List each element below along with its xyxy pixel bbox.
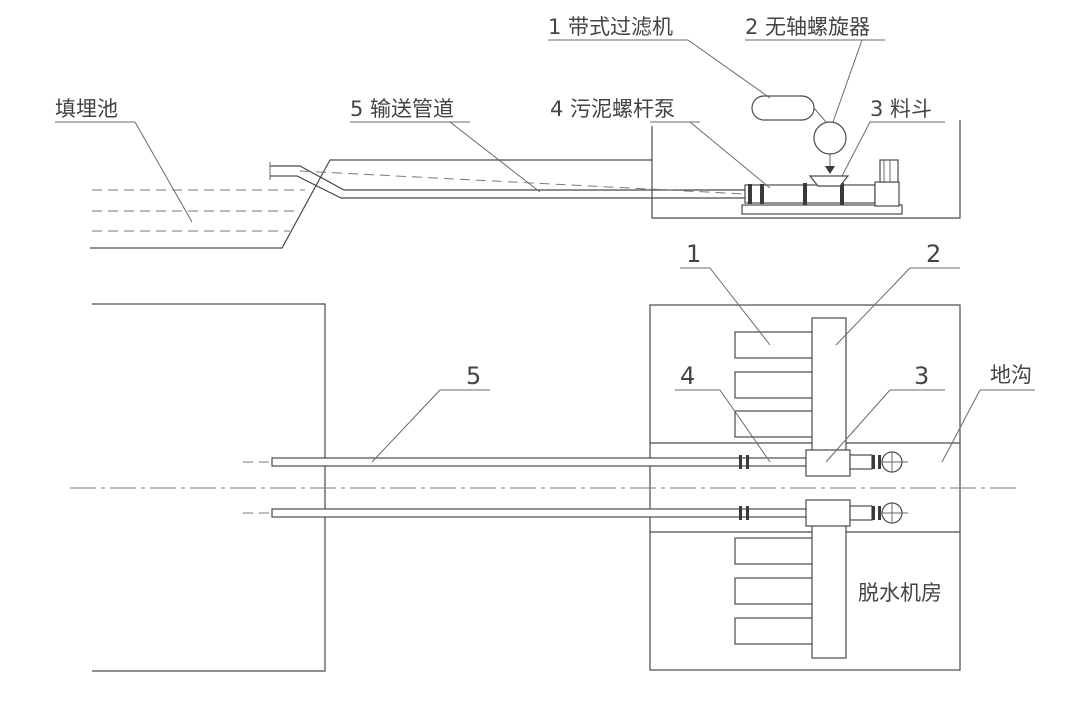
shaftless-screw <box>745 39 885 174</box>
screw-pump-elevation <box>650 121 903 215</box>
label-ground-trench: 地沟 <box>990 363 1032 387</box>
belt-filters-plan-lower <box>734 519 847 659</box>
belt-filter <box>548 39 827 123</box>
label-screw-pump: 4 污泥螺杆泵 <box>550 97 675 121</box>
pipe-line-lower <box>243 499 908 527</box>
label-shaftless-screw: 2 无轴螺旋器 <box>745 15 870 39</box>
plan-view <box>70 267 1035 672</box>
hopper <box>808 121 945 187</box>
pipe-line-upper <box>243 449 908 477</box>
label-dewatering-room: 脱水机房 <box>858 581 942 605</box>
plan-number-3: 3 <box>914 362 929 390</box>
plan-number-4: 4 <box>680 362 695 390</box>
plan-number-2: 2 <box>926 240 941 268</box>
plan-leaders <box>371 267 1035 463</box>
elevation-view <box>55 39 961 249</box>
label-fill-pool: 填埋池 <box>55 97 118 121</box>
label-hopper: 3 料斗 <box>870 97 932 121</box>
conveying-pipe-elevation <box>269 121 746 199</box>
plan-number-1: 1 <box>686 240 701 268</box>
dewatering-room-elevation <box>651 120 961 219</box>
plan-number-5: 5 <box>466 362 481 390</box>
label-belt-filter: 1 带式过滤机 <box>548 15 673 39</box>
label-conveying-pipe: 5 输送管道 <box>350 97 454 121</box>
fill-pool <box>55 121 652 249</box>
belt-filters-plan-upper <box>734 317 847 459</box>
